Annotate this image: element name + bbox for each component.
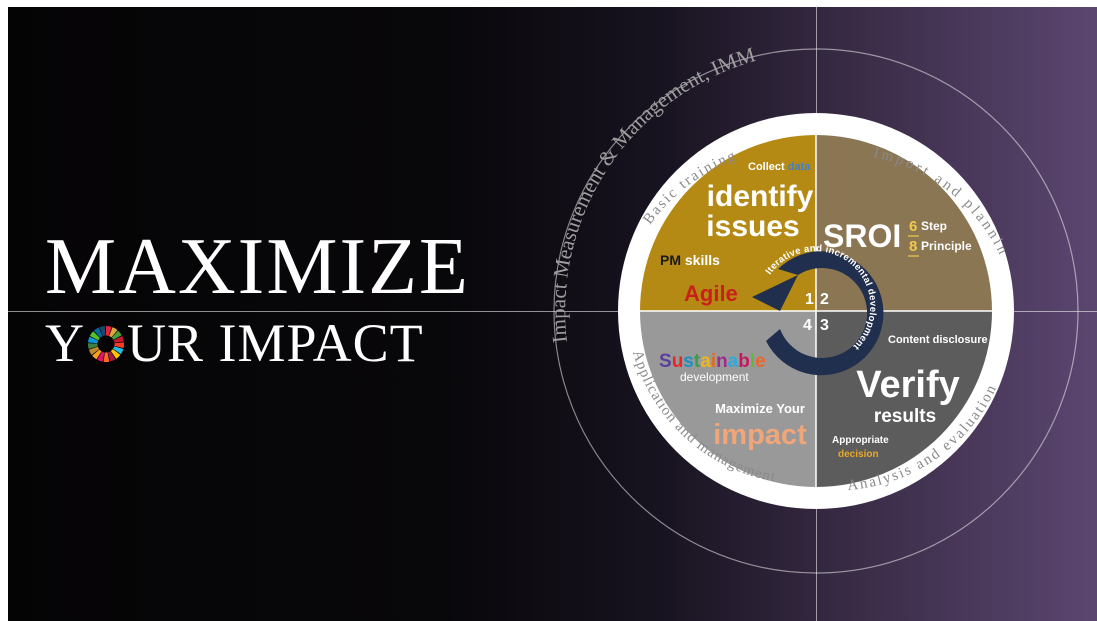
sustainable-letter: s xyxy=(683,351,694,372)
sdg-wheel-segment xyxy=(103,352,110,363)
sustainable-letter: n xyxy=(716,351,728,372)
cycle-number-3: 3 xyxy=(820,317,829,334)
quadrant-3 xyxy=(640,311,816,487)
sustainable-letter: S xyxy=(659,351,672,372)
sdg-wheel-segment xyxy=(89,331,100,341)
q1-agile: Agile xyxy=(684,281,738,306)
cycle-arrowhead xyxy=(752,275,798,311)
q1-collect-line: Collect data xyxy=(748,161,811,173)
headline-line2-rest: UR IMPACT xyxy=(127,313,424,373)
sdg-wheel-segment xyxy=(114,342,125,349)
q1-issues: issues xyxy=(706,210,799,243)
quadrant-1 xyxy=(640,135,816,311)
sustainable-letter: i xyxy=(711,351,716,372)
sdg-wheel-segment xyxy=(93,327,103,338)
q4-verify: Verify xyxy=(856,364,960,406)
sdg-wheel-segment xyxy=(87,343,98,349)
sdg-wheel-segment xyxy=(110,349,121,359)
sustainable-letter: u xyxy=(672,351,684,372)
headline-line2: Y UR IMPACT xyxy=(45,313,424,373)
q4-decision: decision xyxy=(838,449,879,460)
q2-step: Step xyxy=(921,219,947,233)
headline: MAXIMIZE Y UR IMPACT xyxy=(45,223,475,373)
sdg-wheel-segment xyxy=(97,351,105,362)
q4-appropriate: Appropriate xyxy=(832,435,889,446)
q1-identify: identify xyxy=(707,180,814,213)
q3-sustainable: Sustainable xyxy=(659,351,766,372)
cycle-number-2: 2 xyxy=(820,291,829,308)
sdg-wheel-segment xyxy=(111,330,122,340)
sustainable-letter: e xyxy=(755,351,766,372)
q3-impact: impact xyxy=(713,419,807,451)
q3-maximize-your: Maximize Your xyxy=(715,401,805,416)
q3-development: development xyxy=(680,370,749,384)
sdg-wheel-segment xyxy=(107,351,116,362)
sdg-wheel-icon xyxy=(87,325,125,363)
outer-ring xyxy=(553,48,1079,574)
sustainable-letter: l xyxy=(750,351,755,372)
sdg-wheel-segment xyxy=(88,346,100,355)
q2-sroi: SROI xyxy=(823,218,901,254)
horizontal-divider xyxy=(8,311,1097,312)
headline-y: Y xyxy=(45,313,85,373)
q1-pm-skills: PM skills xyxy=(660,252,720,268)
headline-line1: MAXIMIZE xyxy=(45,223,470,311)
sdg-wheel-segment xyxy=(113,346,124,355)
q2-num6: 6 xyxy=(909,218,917,235)
sustainable-letter: a xyxy=(700,351,711,372)
sustainable-letter: b xyxy=(738,351,750,372)
imm-diagram: Impact Measurement & Management, IMM Bas… xyxy=(8,7,1079,574)
sdg-wheel-segment xyxy=(88,336,99,344)
cycle-number-1: 1 xyxy=(805,291,814,308)
sdg-wheel-segment xyxy=(109,327,118,338)
q2-num8: 8 xyxy=(909,238,917,255)
sustainable-letter: t xyxy=(694,351,701,372)
q4-results: results xyxy=(874,406,936,427)
sdg-wheel-segment xyxy=(113,335,124,343)
sustainable-letter: a xyxy=(728,351,739,372)
sdg-wheel-segment xyxy=(106,325,112,336)
q4-content-disclosure: Content disclosure xyxy=(888,334,988,346)
cycle-number-4: 4 xyxy=(803,317,812,334)
sdg-wheel-segment xyxy=(92,349,102,360)
sdg-wheel-segment xyxy=(99,325,106,337)
q2-principle: Principle xyxy=(921,239,972,253)
